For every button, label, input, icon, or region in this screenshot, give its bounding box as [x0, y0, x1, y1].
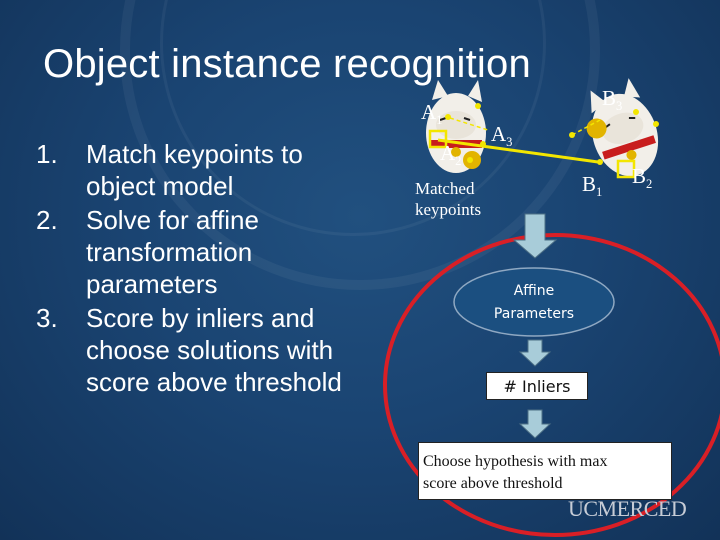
- step-item-1: 1. Match keypoints to object model: [36, 138, 376, 202]
- label-a2: A2: [440, 141, 462, 169]
- label-b3: B3: [602, 86, 623, 114]
- uc-merced-logo: UCMERCED: [568, 496, 687, 521]
- step-item-2: 2. Solve for affine transformation param…: [36, 204, 376, 300]
- highlight-ellipse: [383, 233, 720, 537]
- lucky-cat-figurine-b: [586, 78, 659, 177]
- step-number: 2.: [36, 205, 58, 235]
- label-b1: B1: [582, 172, 603, 200]
- label-a3: A3: [491, 122, 513, 150]
- keypoint-dots: [445, 103, 659, 165]
- label-a1: A1: [421, 100, 443, 128]
- keypoint-box-b2: [616, 159, 636, 179]
- down-arrow-icon: [518, 339, 552, 367]
- hypothesis-line-1: Choose hypothesis with max: [423, 453, 608, 470]
- label-b2: B2: [632, 164, 653, 192]
- keypoint-box-a1: [428, 129, 448, 149]
- affine-node-label: Affine Parameters: [474, 280, 594, 326]
- step-list: 1. Match keypoints to object model 2. So…: [36, 138, 376, 400]
- matched-keypoints-label: Matched keypoints: [415, 178, 481, 220]
- matched-line-1: Matched: [415, 179, 475, 198]
- down-arrow-icon: [512, 213, 558, 259]
- step-text: Score by inliers and choose solutions wi…: [86, 303, 342, 397]
- affine-line-2: Parameters: [493, 306, 575, 322]
- affine-node: [453, 267, 615, 337]
- match-line: [437, 138, 599, 164]
- matched-line-2: keypoints: [415, 200, 482, 219]
- step-text: Solve for affine transformation paramete…: [86, 205, 259, 299]
- step-number: 1.: [36, 139, 58, 169]
- down-arrow-icon: [518, 409, 552, 439]
- slide-title: Object instance recognition: [43, 42, 531, 86]
- step-item-3: 3. Score by inliers and choose solutions…: [36, 302, 376, 398]
- inliers-box: # Inliers: [486, 372, 588, 400]
- step-text: Match keypoints to object model: [86, 139, 303, 201]
- step-number: 3.: [36, 303, 58, 333]
- affine-line-1: Affine: [513, 283, 555, 299]
- match-line-dashed: [571, 119, 601, 136]
- inliers-label: # Inliers: [503, 376, 571, 396]
- hypothesis-line-2: score above threshold: [423, 475, 563, 492]
- hypothesis-box: Choose hypothesis with max score above t…: [418, 442, 672, 500]
